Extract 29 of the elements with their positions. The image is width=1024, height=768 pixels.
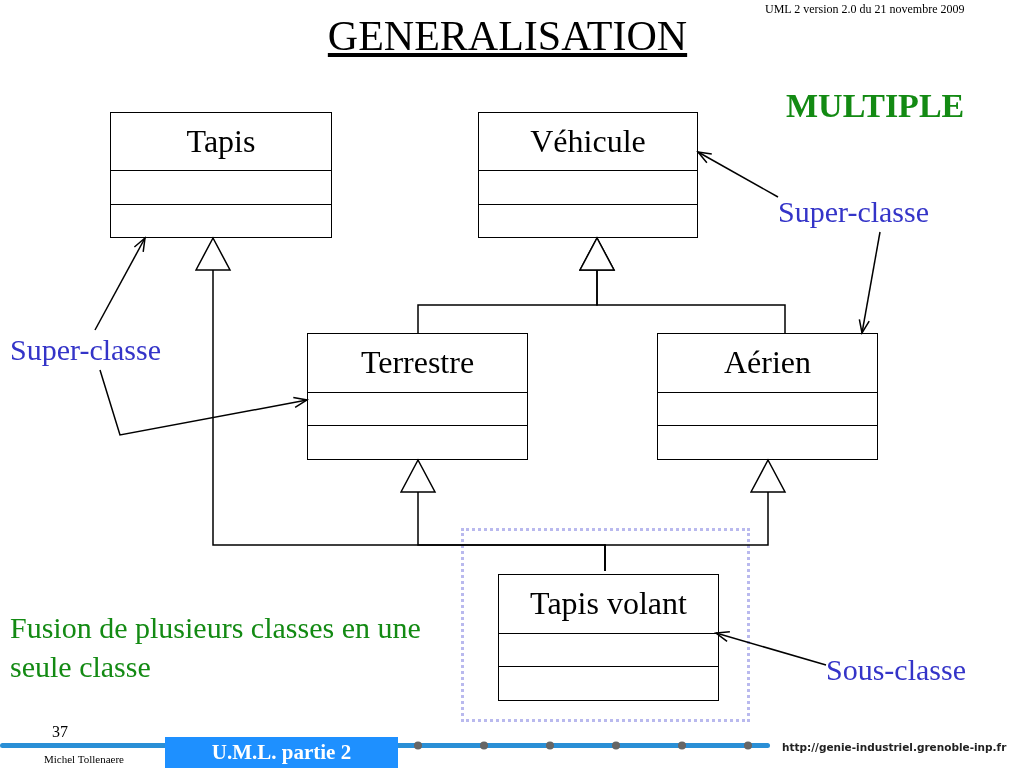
arrow xyxy=(99,369,308,436)
arrow xyxy=(94,237,146,331)
label-text: http://genie-industriel.grenoble-inp.fr xyxy=(782,741,1007,755)
class-name: Tapis xyxy=(186,123,256,160)
arrow xyxy=(715,631,827,666)
class-name: Véhicule xyxy=(530,123,646,160)
class-name: Tapis volant xyxy=(530,585,687,623)
generalization-arrow xyxy=(579,237,786,334)
note-text: Fusion de plusieurs classes en une seule classe xyxy=(10,610,422,685)
callout-text: Super-classe xyxy=(10,330,161,370)
label-text: Michel Tollenaere xyxy=(44,752,124,767)
footer-tab: U.M.L. partie 2 xyxy=(165,737,398,768)
dotted-group-frame xyxy=(461,528,750,722)
arrow xyxy=(858,231,881,334)
callout-text: Sous-classe xyxy=(826,650,966,690)
class-box xyxy=(110,112,332,238)
title: GENERALISATION xyxy=(326,12,689,60)
label-text: 37 xyxy=(52,722,68,742)
class-box xyxy=(657,333,878,460)
generalization-arrow xyxy=(604,459,786,572)
label-text: MULTIPLE xyxy=(786,86,965,126)
class-box xyxy=(478,112,698,238)
class-box xyxy=(498,574,719,701)
arrow xyxy=(697,151,779,198)
callout-text: Super-classe xyxy=(778,192,929,232)
class-name: Terrestre xyxy=(360,344,475,382)
class-box xyxy=(307,333,528,460)
class-name: Aérien xyxy=(723,344,812,382)
label-text: UML 2 version 2.0 du 21 novembre 2009 xyxy=(765,2,965,18)
